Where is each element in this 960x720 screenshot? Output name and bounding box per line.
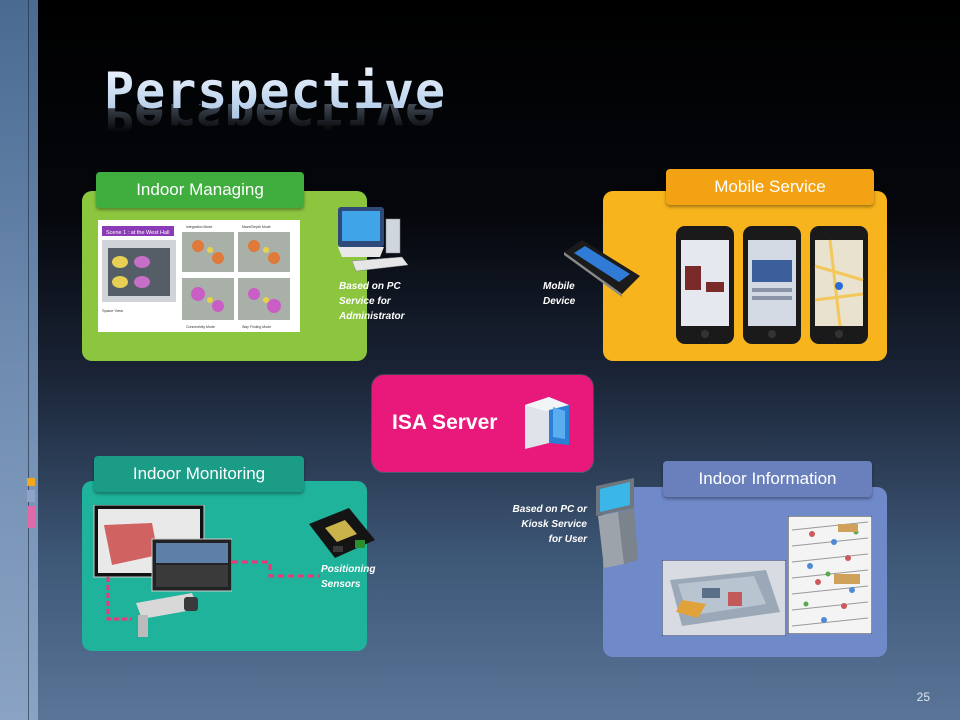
information-caption-line-1: Based on PC or xyxy=(512,504,587,515)
mobile-caption-line-2: Device xyxy=(543,296,576,307)
mobile-caption-line-1: Mobile xyxy=(543,281,575,292)
smartphone-screens xyxy=(676,226,868,344)
mode-label-maze: Maze/Depth Mode xyxy=(242,225,271,229)
accent-square-orange xyxy=(27,478,35,486)
mobile-service-tab: Mobile Service xyxy=(666,169,874,205)
information-caption-line-2: Kiosk Service xyxy=(521,519,587,530)
mobile-caption: Mobile Device xyxy=(543,279,575,309)
mode-label-connectivity: Connectivity Mode xyxy=(186,325,215,329)
indoor-managing-tab: Indoor Managing xyxy=(96,172,304,208)
kiosk-icon xyxy=(596,478,638,568)
screen-header-text: Scene 1 : at the West Hall xyxy=(106,230,170,236)
3d-floor-map xyxy=(662,560,786,636)
mobile-phone-icon xyxy=(564,240,640,297)
dashed-link-lines xyxy=(232,560,320,578)
server-icon xyxy=(525,397,569,449)
floor-plan-screens: Scene 1 : at the West Hall Space View In… xyxy=(98,220,300,332)
screen-footer-text: Space View xyxy=(102,308,123,313)
managing-caption-line-1: Based on PC xyxy=(339,281,401,292)
information-caption-line-3: for User xyxy=(548,534,587,545)
slide-left-strip xyxy=(0,0,38,720)
indoor-information-tab: Indoor Information xyxy=(663,461,872,497)
information-caption: Based on PC or Kiosk Service for User xyxy=(505,502,587,547)
indoor-monitoring-tab: Indoor Monitoring xyxy=(94,456,304,492)
monitoring-caption: Positioning Sensors xyxy=(321,562,375,592)
managing-caption-line-3: Administrator xyxy=(339,311,405,322)
managing-caption: Based on PC Service for Administrator xyxy=(339,279,405,324)
mode-label-wayfinding: Way Finding Mode xyxy=(242,325,271,329)
monitoring-illustration xyxy=(93,505,232,637)
title-block: Perspective Perspective xyxy=(104,62,446,144)
slide-title-reflection: Perspective xyxy=(104,104,436,144)
accent-square-blue xyxy=(27,490,35,502)
strip-divider-line xyxy=(28,0,29,720)
managing-caption-line-2: Service for xyxy=(339,296,391,307)
accent-square-pink xyxy=(27,506,35,528)
pc-computer-icon xyxy=(338,207,409,272)
monitoring-caption-line-1: Positioning xyxy=(321,564,376,575)
positioning-sensor-icon xyxy=(309,508,375,558)
floor-directory-map xyxy=(788,516,872,634)
slide-title: Perspective xyxy=(104,62,447,120)
monitoring-caption-line-2: Sensors xyxy=(321,579,361,590)
page-number: 25 xyxy=(916,690,930,704)
isa-server-label: ISA Server xyxy=(392,411,498,434)
mode-label-integration: Integration Mode xyxy=(186,225,212,229)
